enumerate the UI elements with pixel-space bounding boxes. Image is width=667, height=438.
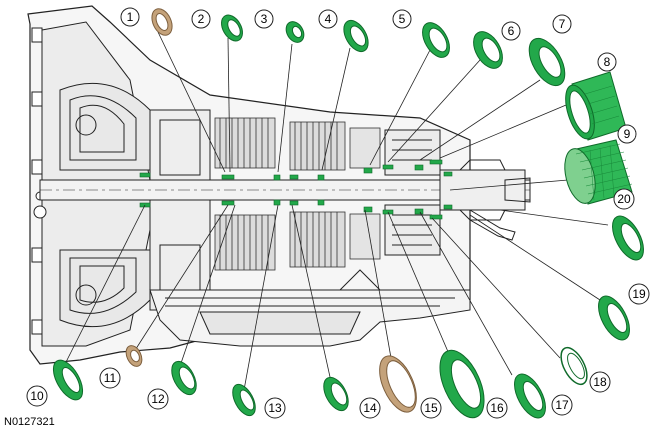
callout-16: 16 [486,397,508,419]
transmission-cross-section [27,5,531,365]
part-17-seal [514,373,546,419]
part-14-seal [323,376,349,412]
callout-13: 13 [264,397,286,419]
callout-label: 5 [399,12,406,26]
callout-label: 17 [555,398,569,412]
part-10-seal [52,359,84,401]
callout-label: 4 [325,12,332,26]
part-5-seal [422,22,450,58]
callout-label: 1 [127,10,134,24]
callout-label: 18 [593,375,607,389]
oil-pan [149,269,471,347]
part-16-seal [439,349,485,419]
callout-label: 15 [424,401,438,415]
part-12-seal [171,360,197,396]
callout-11: 11 [99,367,121,389]
part-3-seal [285,21,305,43]
part-9-bushing [564,139,633,205]
document-id: N0127321 [4,416,55,428]
part-2-seal [221,14,243,42]
callout-label: 13 [268,401,282,415]
callout-6: 6 [501,21,521,41]
part-11-ring [125,345,143,367]
part-15-ring [379,355,417,413]
callout-20: 20 [613,188,635,210]
callout-5: 5 [392,9,412,29]
part-18-ring [560,346,588,386]
callout-12: 12 [147,388,169,410]
callout-label: 8 [604,55,611,69]
callout-label: 7 [559,17,566,31]
callout-label: 6 [508,24,515,38]
callout-9: 9 [617,124,637,144]
callout-3: 3 [254,9,274,29]
leader-lines [57,31,609,391]
callout-10: 10 [26,385,48,407]
callout-label: 20 [617,192,631,206]
callouts: 1 2 3 4 5 6 7 8 [26,7,650,419]
part-1-ring [151,8,173,36]
clutch-pack-lower [214,211,381,271]
main-shaft [39,159,531,241]
part-7-seal [528,37,566,87]
callout-label: 19 [632,287,646,301]
callout-label: 2 [198,12,205,26]
part-13-seal [232,383,256,417]
part-20-seal [612,215,644,261]
callout-label: 10 [30,389,44,403]
callout-label: 16 [490,401,504,415]
torque-converter [59,82,151,328]
part-19-seal [598,295,630,341]
callout-15: 15 [420,397,442,419]
callout-label: 12 [151,392,165,406]
callout-18: 18 [589,371,611,393]
callout-14: 14 [359,397,381,419]
callout-label: 9 [624,127,631,141]
callout-19: 19 [628,283,650,305]
part-4-seal [343,19,369,53]
callout-7: 7 [552,14,572,34]
callout-8: 8 [597,52,617,72]
callout-label: 3 [261,12,268,26]
callout-17: 17 [551,394,573,416]
callout-1: 1 [120,7,140,27]
callout-label: 11 [104,371,117,385]
part-8-bushing [565,71,627,141]
seal-parts [52,8,644,419]
clutch-pack-upper [214,117,381,171]
callout-4: 4 [318,9,338,29]
callout-label: 14 [363,401,377,415]
callout-2: 2 [191,9,211,29]
part-6-seal [473,31,503,69]
